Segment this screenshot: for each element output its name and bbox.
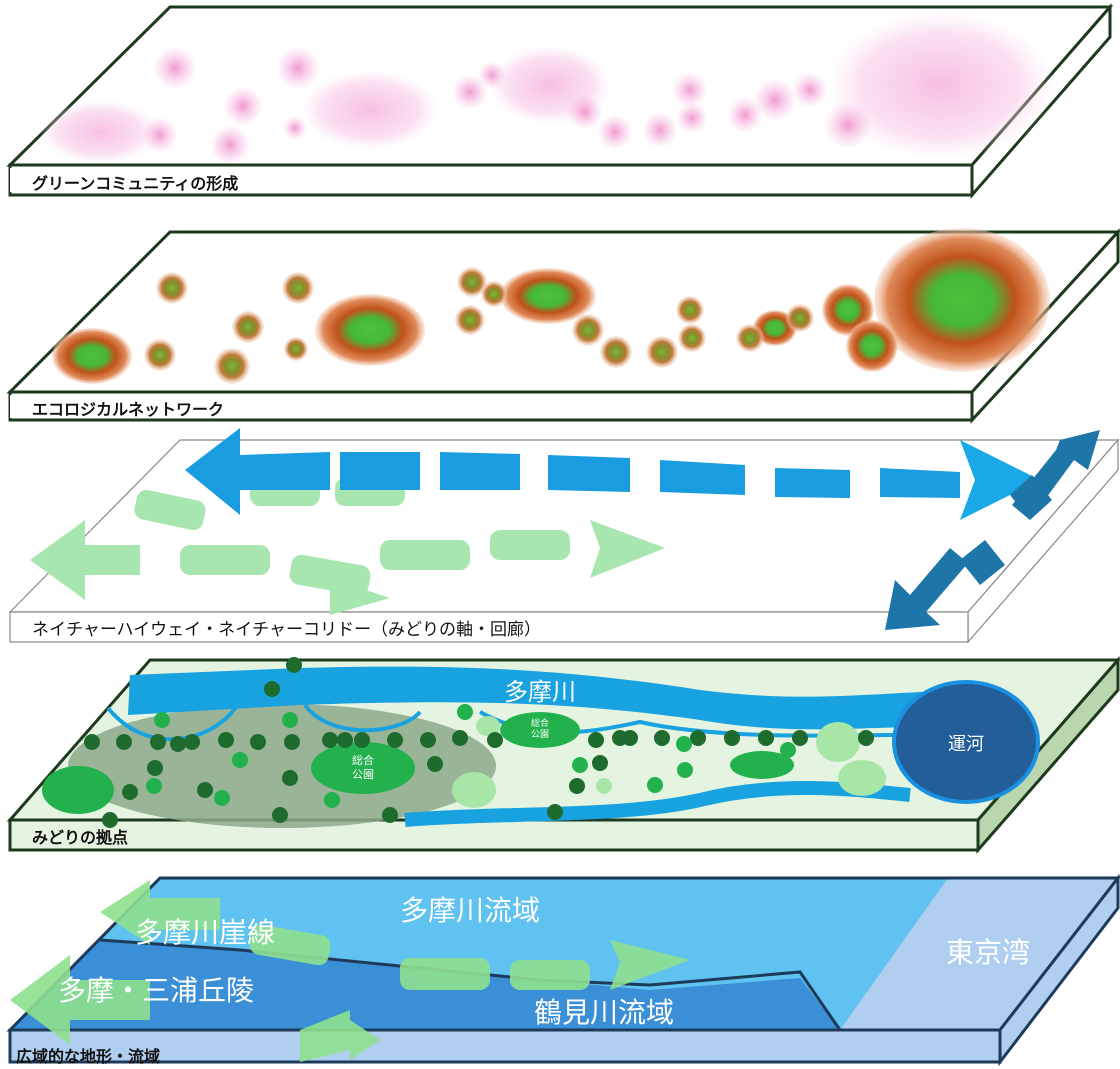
park-7 [452, 772, 496, 808]
park-2 [500, 712, 580, 748]
park-4 [730, 751, 794, 779]
slab-front [8, 818, 980, 852]
canal [892, 680, 1040, 804]
park-1 [311, 742, 415, 794]
slab-front [8, 1028, 1002, 1064]
slab-front [9, 611, 969, 643]
tsurumi-basin-label: 鶴見川流域 [534, 996, 674, 1029]
eco-habitat-patches [52, 228, 1050, 384]
layer-title: 広域的な地形・流域 [16, 1047, 160, 1066]
tokyo-bay-label: 東京湾 [946, 936, 1030, 969]
layer-ecological-network: エコロジカルネットワーク [6, 228, 1120, 424]
dark-green-dots [84, 657, 874, 828]
green-terrain-arrows [10, 880, 690, 1062]
layer-title: エコロジカルネットワーク [32, 400, 224, 419]
layer-title: ネイチャーハイウェイ・ネイチャーコリドー（みどりの軸・回廊） [32, 620, 541, 640]
tokyo-bay [840, 878, 1118, 1030]
layer-title: グリーンコミュニティの形成 [32, 174, 238, 193]
hills-label: 多摩・三浦丘陵 [58, 974, 254, 1007]
park-6 [838, 760, 886, 796]
green-corridor-arrows [30, 478, 665, 615]
layer-green-community: グリーンコミュニティの形成 [6, 3, 1114, 199]
park-2-label: 総合公園 [531, 717, 549, 740]
canal-label: 運河 [948, 734, 984, 755]
tama-river [128, 666, 1005, 730]
cliff-line-label: 多摩川崖線 [135, 916, 275, 949]
park-1-label: 総合公園 [352, 753, 374, 781]
layer-nature-highway: ネイチャーハイウェイ・ネイチャーコリドー（みどりの軸・回廊） [8, 428, 1120, 644]
layer-terrain: 多摩川流域 多摩川崖線 多摩・三浦丘陵 鶴見川流域 東京湾 広域的な地形・流域 [6, 873, 1120, 1067]
light-dot [596, 778, 612, 794]
park-5 [816, 722, 860, 762]
park-8 [476, 716, 500, 736]
layer-title: みどりの拠点 [32, 828, 128, 847]
bright-green-dots [146, 704, 796, 808]
blue-highway-arrows [185, 428, 1100, 630]
tama-basin-label: 多摩川流域 [400, 894, 540, 927]
layer-green-hubs: 運河 多摩川 総合公園 総合公園 [6, 656, 1120, 854]
pink-community-blobs [40, 10, 1055, 165]
river-label: 多摩川 [504, 678, 576, 706]
tributary [303, 703, 422, 733]
park-3 [42, 766, 114, 814]
